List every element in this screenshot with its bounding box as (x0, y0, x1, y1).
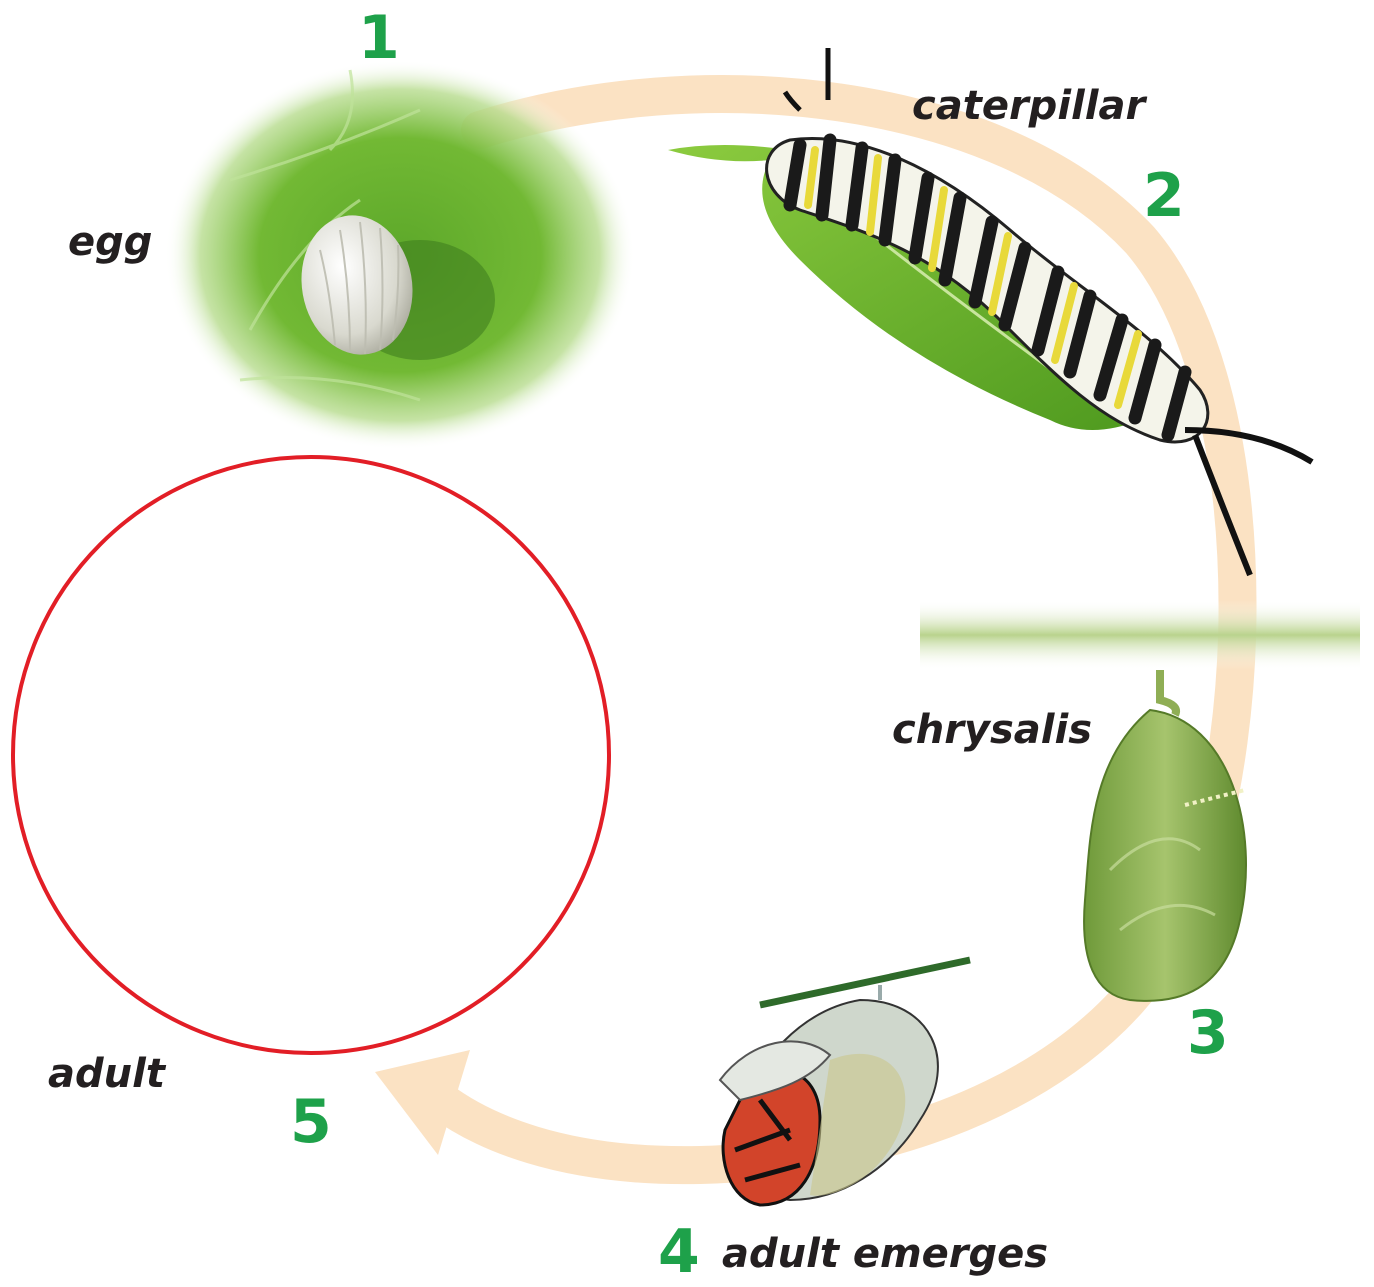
stage-label-adult: adult (48, 1054, 165, 1094)
stage-number-1: 1 (358, 8, 400, 68)
stage-number-4: 4 (658, 1222, 700, 1282)
stage-number-5: 5 (290, 1092, 332, 1152)
stage-label-adult-emerges: adult emerges (722, 1234, 1048, 1274)
emerging-butterfly-illustration (720, 960, 970, 1205)
stage-label-caterpillar: caterpillar (912, 86, 1145, 126)
branch (920, 600, 1360, 670)
stage-number-3: 3 (1187, 1003, 1229, 1063)
stage-label-chrysalis: chrysalis (892, 710, 1092, 750)
adult-placeholder-circle (13, 457, 609, 1053)
egg-illustration (165, 60, 635, 450)
stage-label-egg: egg (68, 222, 152, 262)
stage-number-2: 2 (1143, 166, 1185, 226)
